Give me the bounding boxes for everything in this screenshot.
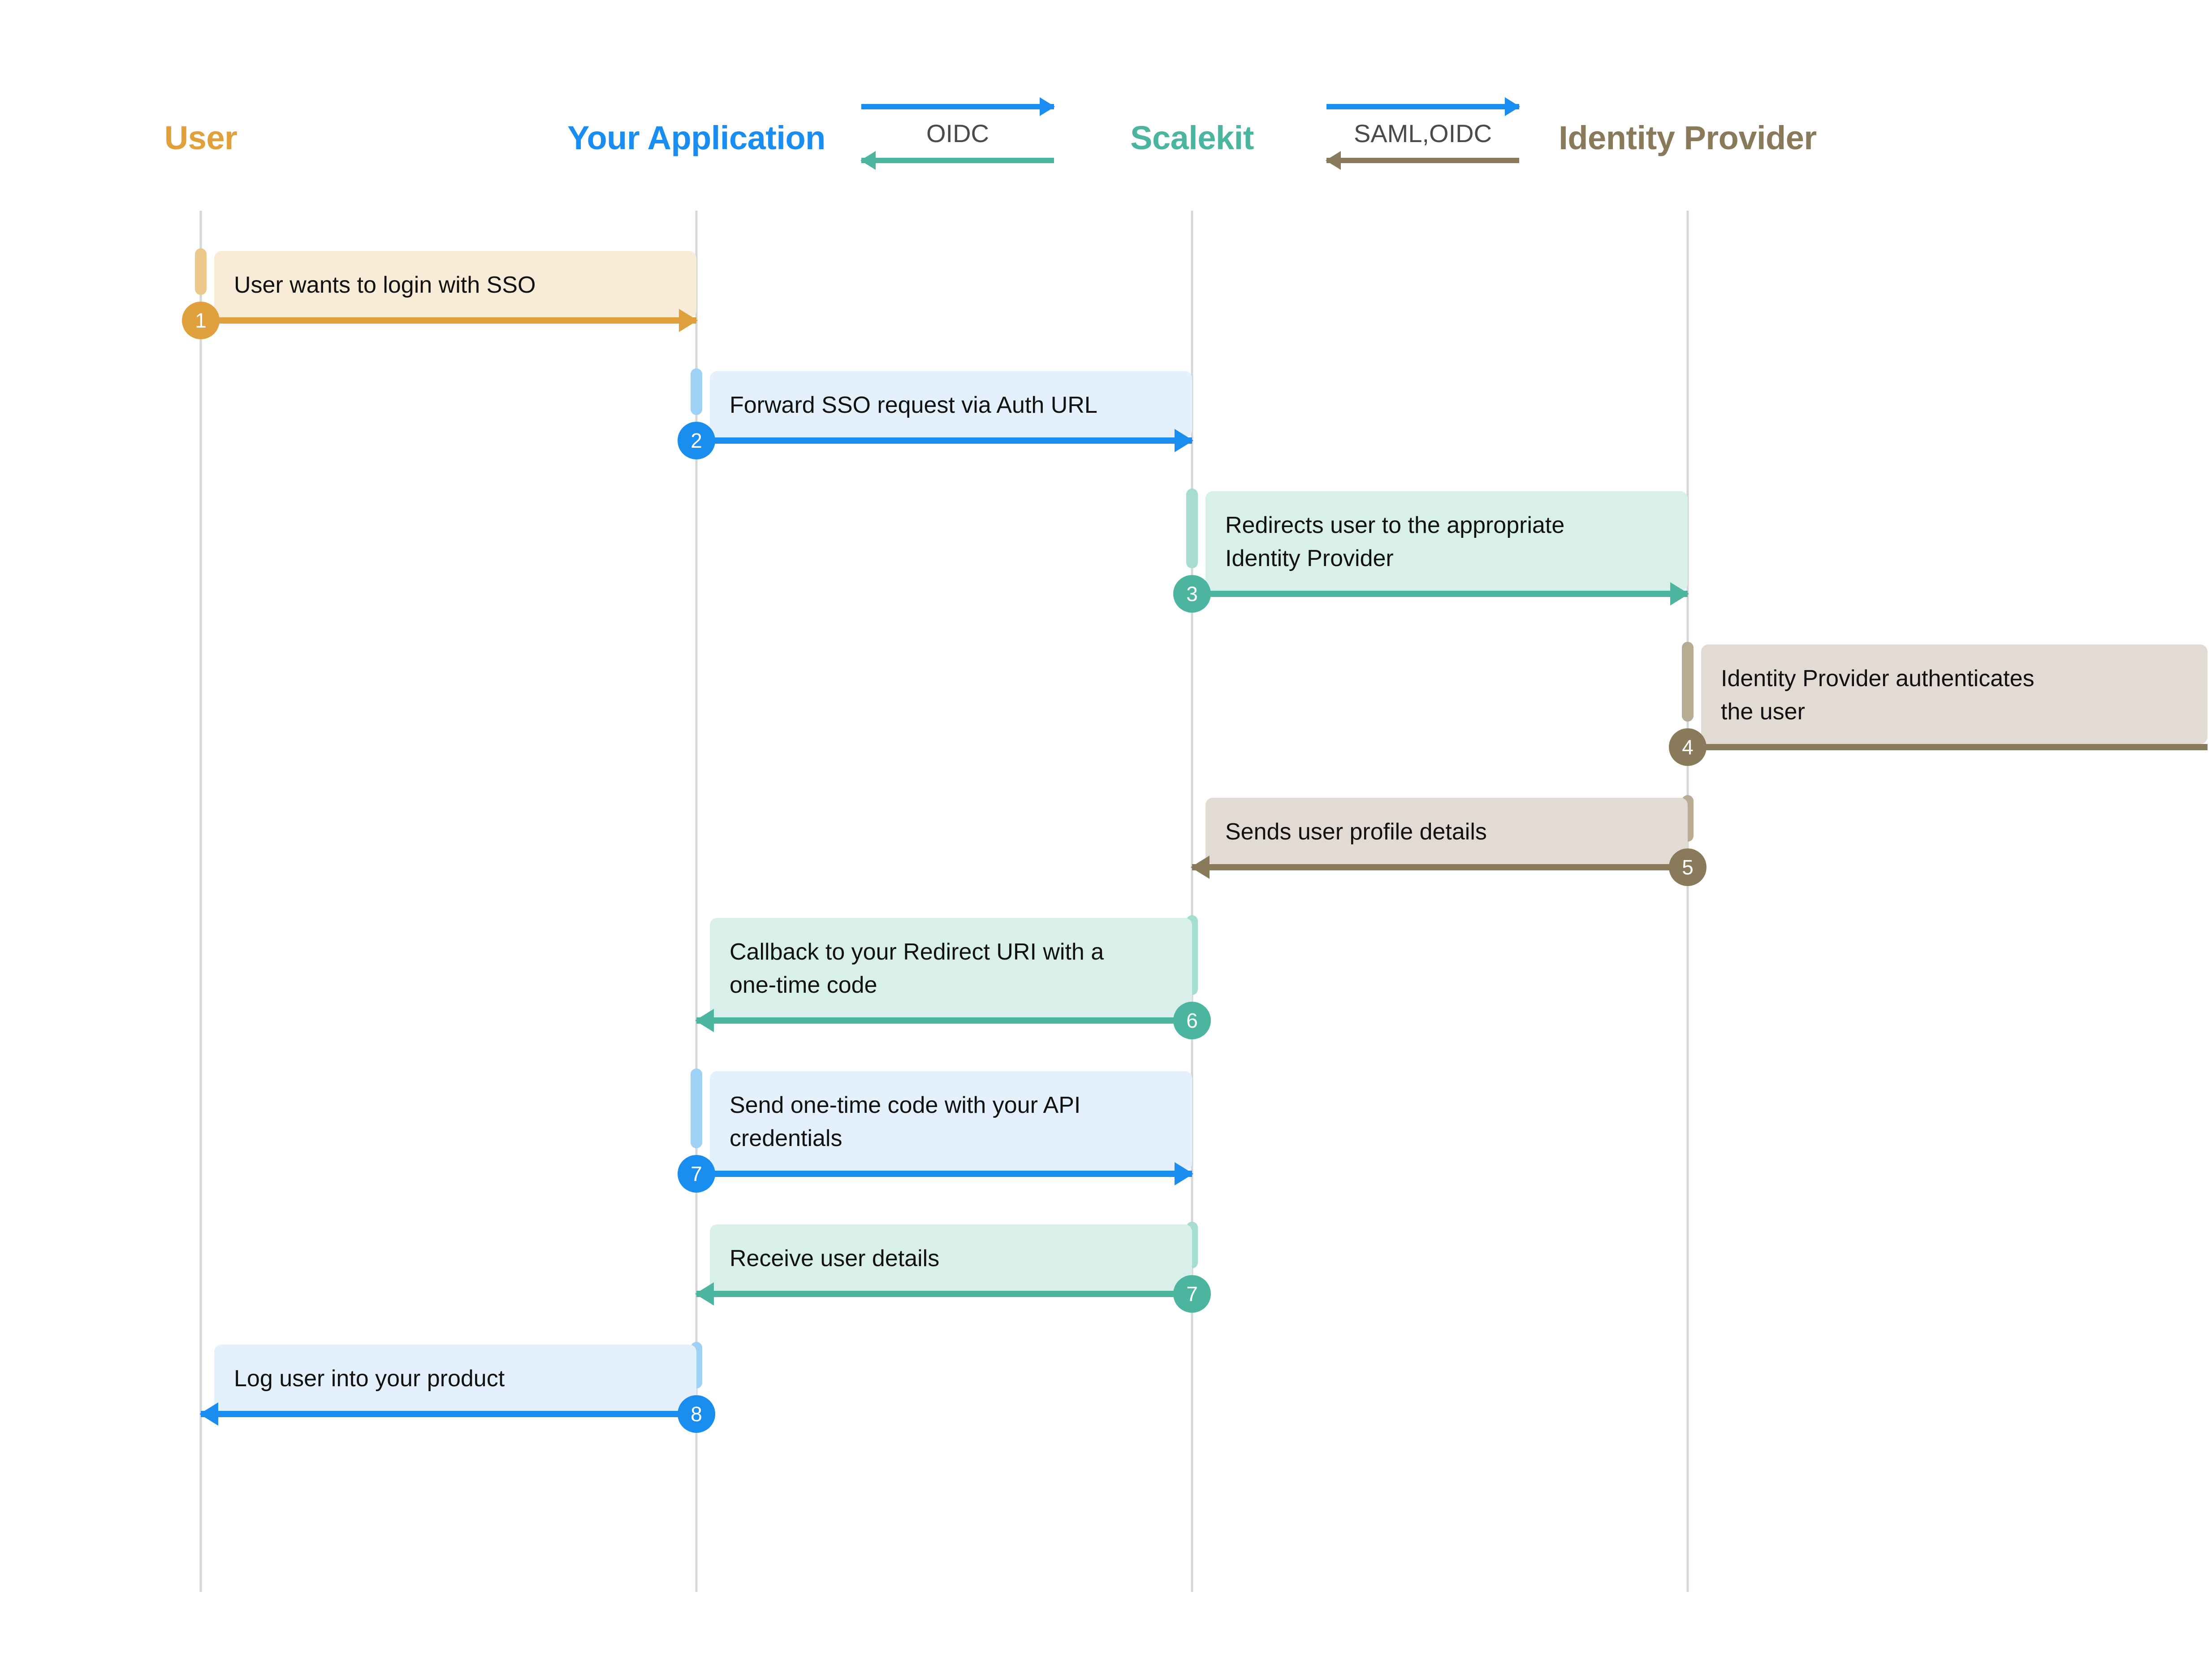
arrow-shaft: [696, 1171, 1192, 1177]
message-note-step-9: Log user into your product: [214, 1345, 696, 1411]
arrow-head: [1175, 429, 1193, 452]
participant-label-scalekit: Scalekit: [1130, 119, 1254, 156]
step-badge-4-4: 4: [1669, 728, 1707, 766]
message-note-text: Receive user details: [730, 1246, 940, 1271]
protocol-arrow-outbound-scalekit-idp-protocol: [1326, 97, 1520, 116]
step-badge-7-7: 7: [678, 1155, 715, 1193]
activation-bar-scalekit-step-3: [1186, 489, 1198, 568]
lifeline-application: [695, 211, 698, 1592]
message-note-text: User wants to login with SSO: [234, 272, 536, 298]
arrow-head: [1040, 97, 1055, 116]
message-note-text: Log user into your product: [234, 1366, 505, 1392]
message-arrow-step-6: [695, 1009, 1192, 1032]
activation-bar-user-step-1: [195, 248, 207, 295]
message-arrow-step-1: [201, 309, 698, 332]
step-badge-6-6: 6: [1173, 1002, 1211, 1039]
message-arrow-step-9: [199, 1402, 696, 1426]
message-note-text: Send one-time code with your API credent…: [730, 1092, 1081, 1151]
arrow-head: [1505, 97, 1520, 116]
arrow-shaft: [1192, 864, 1688, 870]
arrow-shaft: [1326, 158, 1519, 163]
protocol-group-app-scalekit-protocol: OIDC: [860, 97, 1055, 170]
arrow-shaft: [861, 158, 1054, 163]
arrow-head: [860, 151, 876, 170]
message-note-step-7: Send one-time code with your API credent…: [710, 1071, 1192, 1171]
message-note-step-5: Sends user profile details: [1205, 798, 1688, 864]
message-arrow-step-5: [1191, 856, 1688, 879]
arrow-shaft: [696, 437, 1192, 444]
step-badge-1-1: 1: [182, 302, 220, 339]
arrow-head: [1326, 151, 1341, 170]
message-arrow-step-2: [696, 429, 1193, 452]
step-badge-3-3: 3: [1173, 575, 1211, 613]
arrow-shaft: [861, 104, 1054, 109]
arrow-shaft: [201, 317, 696, 324]
message-arrow-step-4: [1688, 744, 2208, 750]
step-badge-7-8: 7: [1173, 1275, 1211, 1313]
participant-label-idp: Identity Provider: [1559, 119, 1817, 156]
activation-bar-idp-step-4: [1682, 642, 1694, 722]
arrow-head: [199, 1402, 218, 1426]
message-arrow-step-8: [695, 1282, 1192, 1306]
message-note-step-2: Forward SSO request via Auth URL: [710, 371, 1192, 437]
message-arrow-step-3: [1192, 582, 1689, 605]
arrow-shaft: [696, 1017, 1192, 1024]
arrow-shaft: [1192, 591, 1688, 597]
message-note-text: Sends user profile details: [1225, 819, 1487, 845]
arrow-head: [1175, 1162, 1193, 1185]
step-badge-5-5: 5: [1669, 848, 1707, 886]
protocol-label-app-scalekit-protocol: OIDC: [926, 119, 989, 147]
protocol-arrow-outbound-app-scalekit-protocol: [861, 97, 1055, 116]
activation-bar-application-step-2: [691, 368, 702, 415]
participant-label-application: Your Application: [567, 119, 825, 156]
arrow-head: [695, 1009, 714, 1032]
arrow-shaft: [1326, 104, 1519, 109]
protocol-label-scalekit-idp-protocol: SAML,OIDC: [1353, 119, 1492, 147]
arrow-shaft: [201, 1411, 696, 1417]
participant-label-user: User: [164, 119, 238, 156]
message-note-text: Identity Provider authenticates the user: [1721, 666, 2035, 725]
arrow-head: [695, 1282, 714, 1306]
arrow-head: [1191, 856, 1210, 879]
arrow-head: [679, 309, 698, 332]
message-note-step-3: Redirects user to the appropriate Identi…: [1205, 491, 1688, 591]
message-note-step-4: Identity Provider authenticates the user: [1701, 644, 2208, 744]
message-arrow-step-7: [696, 1162, 1193, 1185]
lifeline-user: [199, 211, 202, 1592]
arrow-head: [1670, 582, 1689, 605]
message-note-text: Callback to your Redirect URI with a one…: [730, 939, 1104, 998]
arrow-shaft: [696, 1291, 1192, 1297]
protocol-arrow-inbound-app-scalekit-protocol: [860, 151, 1054, 170]
step-badge-8-9: 8: [678, 1395, 715, 1433]
step-badge-2-2: 2: [678, 422, 715, 459]
message-note-text: Forward SSO request via Auth URL: [730, 392, 1097, 418]
arrow-shaft: [1688, 744, 2208, 750]
message-note-step-8: Receive user details: [710, 1224, 1192, 1291]
protocol-group-scalekit-idp-protocol: SAML,OIDC: [1326, 97, 1520, 170]
activation-bar-application-step-7: [691, 1068, 702, 1148]
protocol-arrow-inbound-scalekit-idp-protocol: [1326, 151, 1519, 170]
message-note-step-6: Callback to your Redirect URI with a one…: [710, 918, 1192, 1017]
message-note-step-1: User wants to login with SSO: [214, 251, 696, 317]
lifeline-scalekit: [1191, 211, 1193, 1592]
message-note-text: Redirects user to the appropriate Identi…: [1225, 512, 1565, 571]
lifeline-idp: [1686, 211, 1689, 1592]
